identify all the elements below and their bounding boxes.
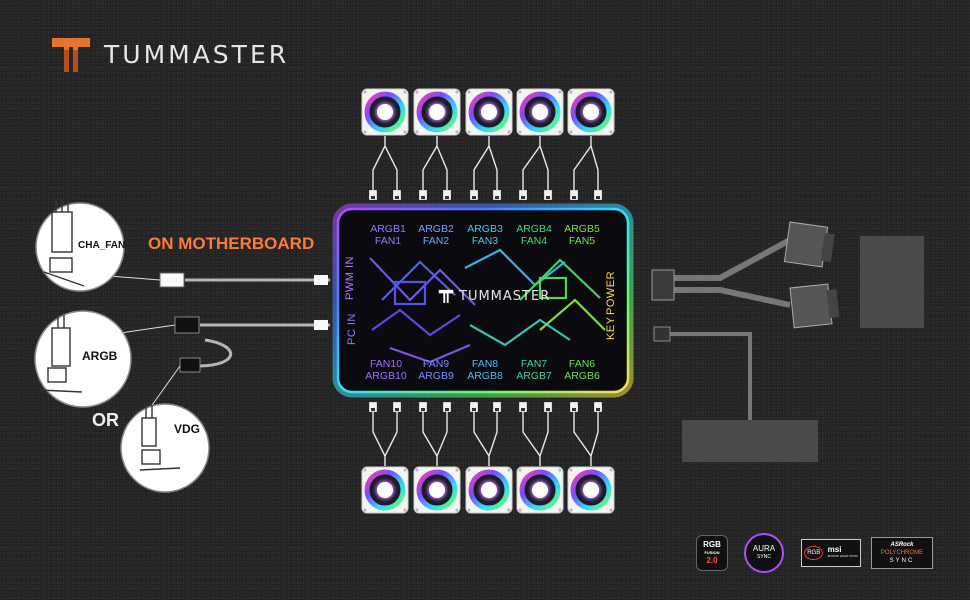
brand-name: TUMMASTER <box>104 39 290 69</box>
vdg-label: VDG <box>174 422 201 436</box>
fan-icon <box>362 467 408 513</box>
hub-logo: TUMMASTER <box>438 288 550 304</box>
bottom-connectors <box>369 402 602 412</box>
on-motherboard-label: ON MOTHERBOARD <box>148 234 315 253</box>
pc-in-label: PC IN <box>346 313 358 345</box>
fan-icon <box>466 89 512 135</box>
pwm-in-label: PWM IN <box>344 256 356 300</box>
top-connectors <box>369 190 602 200</box>
fan-hub <box>332 203 634 398</box>
cha-fan-label: CHA_FAN <box>78 240 126 251</box>
fan-icon <box>414 89 460 135</box>
brand-logo: TUMMASTER <box>50 34 289 74</box>
power-label: POWER <box>605 270 617 315</box>
bottom-fans <box>362 467 614 513</box>
fan-icon <box>517 467 563 513</box>
fan-icon <box>568 467 614 513</box>
fan-icon <box>362 89 408 135</box>
key-label: KEY <box>605 316 617 340</box>
or-label: OR <box>92 410 119 430</box>
sata-power <box>651 221 924 462</box>
hub-light-traces <box>369 248 606 364</box>
vdg-header-callout <box>120 403 210 493</box>
tummaster-logo-icon <box>52 38 90 72</box>
argb-header-callout <box>34 310 132 408</box>
fan-icon <box>414 467 460 513</box>
bottom-fan-cables <box>372 412 599 466</box>
fan-icon <box>517 89 563 135</box>
motherboard-cables <box>99 272 330 409</box>
tummaster-logo-icon <box>438 289 454 303</box>
cha-fan-header-callout <box>35 202 125 292</box>
callouts <box>34 202 210 493</box>
fan-icon <box>466 467 512 513</box>
argb-label: ARGB <box>82 349 118 363</box>
hub-brand-name: TUMMASTER <box>459 288 551 304</box>
top-fan-cables <box>372 136 599 190</box>
top-fans <box>362 89 614 135</box>
callout-drawings <box>39 200 181 471</box>
fan-icon <box>568 89 614 135</box>
